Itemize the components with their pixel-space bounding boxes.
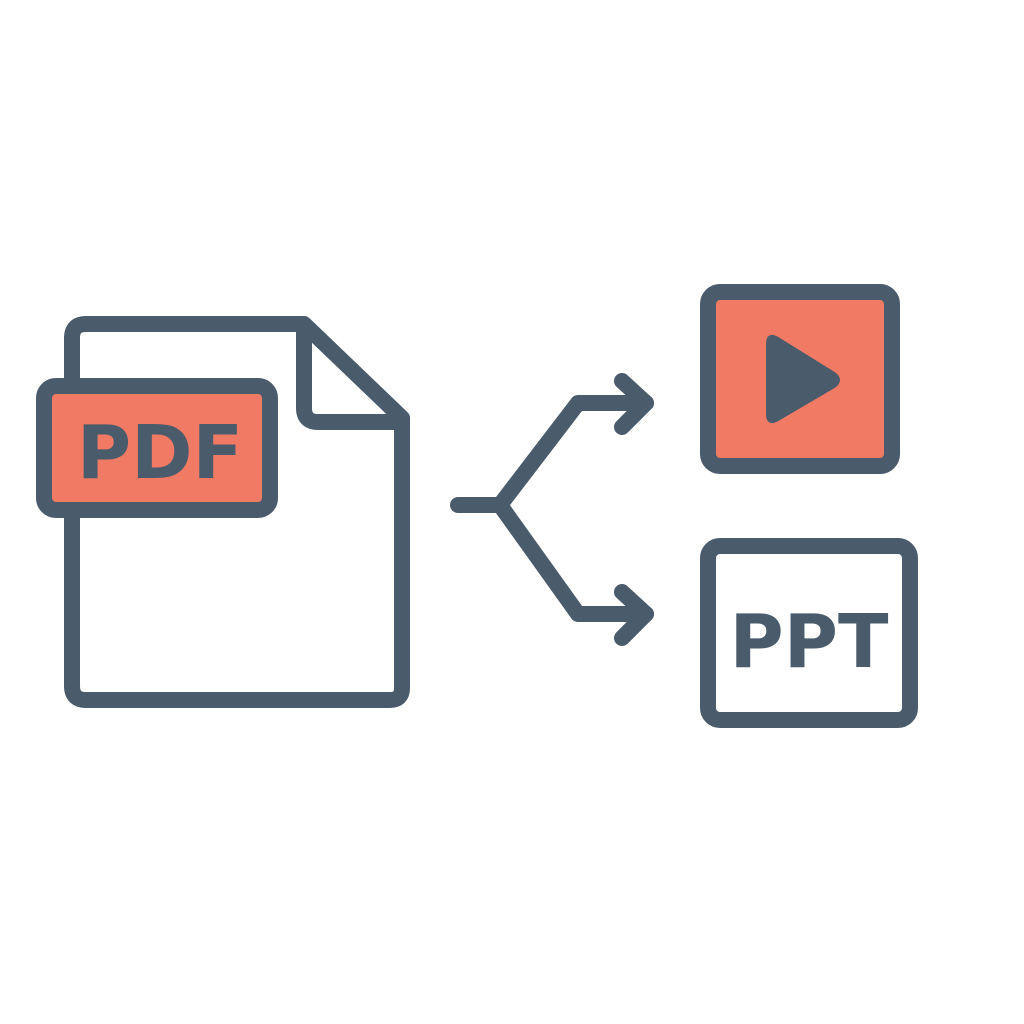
ppt-document-icon: PPT	[700, 538, 918, 728]
lower-branch-arrow	[492, 497, 654, 622]
ppt-frame	[700, 538, 918, 728]
upper-arrowhead	[614, 373, 654, 435]
video-play-icon	[700, 284, 900, 474]
lower-arrowhead	[614, 584, 654, 646]
pdf-label-badge	[36, 378, 278, 518]
pdf-document-icon: PDF	[36, 316, 410, 708]
pdf-label: PDF	[77, 410, 243, 496]
upper-branch-arrow	[492, 395, 654, 513]
play-triangle-icon	[766, 334, 840, 424]
ppt-label: PPT	[730, 599, 889, 685]
split-arrow-icon	[450, 373, 654, 646]
document-fold-corner	[296, 318, 408, 430]
